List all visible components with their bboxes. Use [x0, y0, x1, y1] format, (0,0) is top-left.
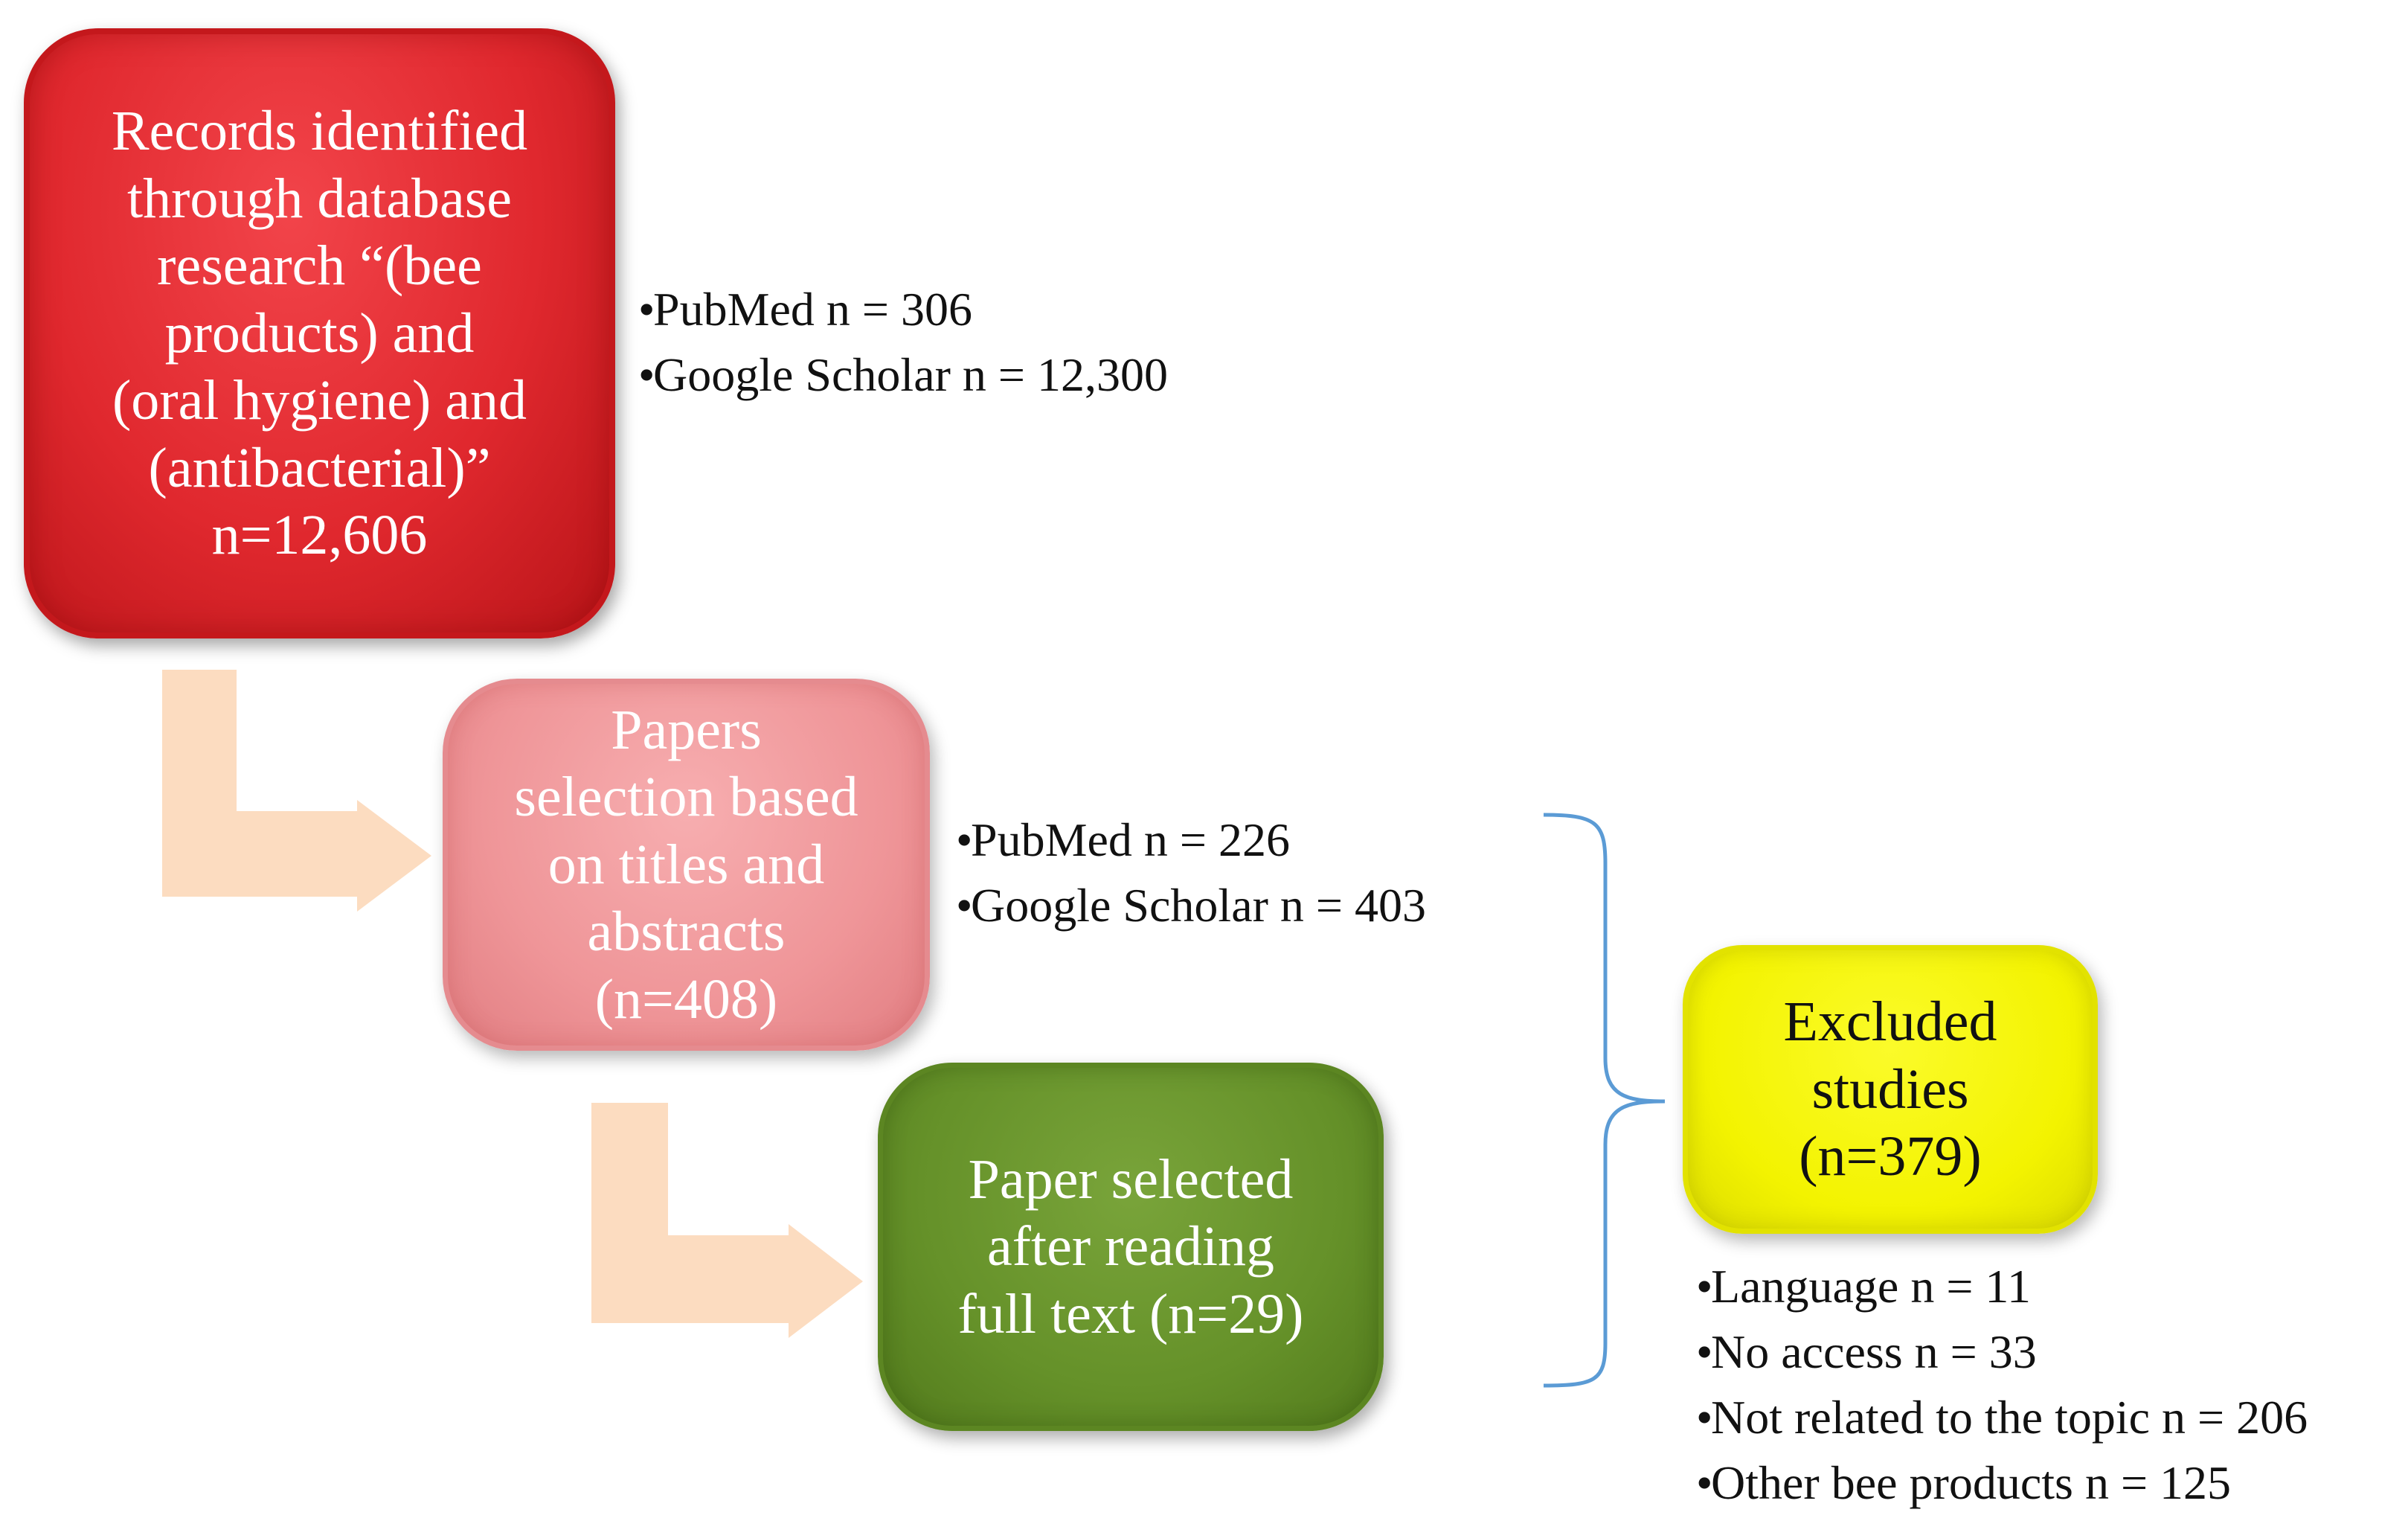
bullet-icon: • [956, 879, 973, 932]
screening-line: Papers [611, 698, 762, 761]
arrow-screening-to-selected [591, 1103, 863, 1338]
bracket-to-excluded [1543, 813, 1666, 1388]
records-line: through database [126, 167, 513, 230]
bullet-icon: • [1696, 1456, 1713, 1509]
selected-count: full text (n=29) [957, 1282, 1304, 1345]
excluded-line: Excluded [1783, 990, 1997, 1054]
bullet-icon: • [956, 813, 973, 866]
list-item: •Language n = 11 [1696, 1254, 2308, 1319]
list-item: •Other bee products n = 125 [1696, 1450, 2308, 1516]
selected-line: after reading [986, 1215, 1275, 1278]
bullet-icon: • [1696, 1391, 1713, 1444]
list-item: •Google Scholar n = 403 [956, 873, 1426, 938]
screening-line: on titles and [548, 833, 825, 896]
screening-sources-list: •PubMed n = 226 •Google Scholar n = 403 [956, 807, 1426, 938]
records-line: (oral hygiene) and [112, 369, 527, 432]
list-item: •PubMed n = 306 [638, 277, 1168, 342]
arrow-records-to-screening [162, 670, 431, 912]
screening-line: selection based [514, 766, 858, 829]
screening-line: abstracts [587, 900, 786, 964]
records-line: products) and [164, 301, 475, 365]
records-sources-list: •PubMed n = 306 •Google Scholar n = 12,3… [638, 277, 1168, 408]
records-line: (antibacterial)” [148, 436, 491, 499]
bullet-icon: • [638, 283, 655, 336]
exclusion-reasons-list: •Language n = 11 •No access n = 33 •Not … [1696, 1254, 2308, 1516]
list-item: •No access n = 33 [1696, 1319, 2308, 1385]
screening-box: Papers selection based on titles and abs… [443, 679, 930, 1051]
selected-line: Paper selected [968, 1147, 1294, 1211]
records-line: Records identified [111, 100, 528, 163]
excluded-line: studies [1811, 1057, 1969, 1121]
list-item: •Not related to the topic n = 206 [1696, 1385, 2308, 1450]
excluded-count: (n=379) [1799, 1125, 1982, 1188]
list-item: •Google Scholar n = 12,300 [638, 342, 1168, 408]
screening-count: (n=408) [594, 967, 778, 1031]
selected-papers-box: Paper selected after reading full text (… [878, 1063, 1384, 1431]
records-line: research “(bee [157, 234, 482, 298]
records-identified-box: Records identified through database rese… [24, 28, 615, 638]
bullet-icon: • [1696, 1260, 1713, 1313]
records-count: n=12,606 [211, 504, 428, 567]
excluded-studies-box: Excluded studies (n=379) [1683, 945, 2098, 1234]
list-item: •PubMed n = 226 [956, 807, 1426, 873]
bullet-icon: • [1696, 1325, 1713, 1378]
bullet-icon: • [638, 348, 655, 401]
